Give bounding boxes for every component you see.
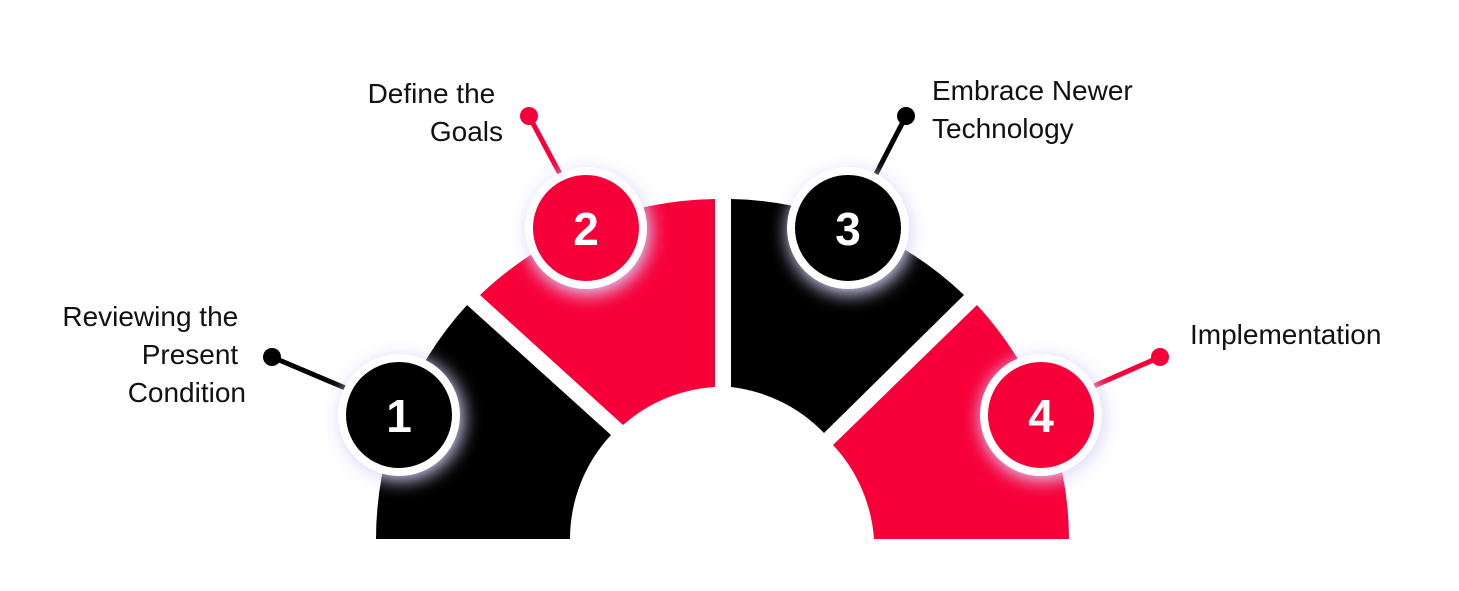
step-number-3: 3 [835,203,861,255]
step-label-3-line-1: Embrace Newer [932,75,1133,106]
step-badge-4: 4 [980,354,1105,480]
step-label-1-line-3: Condition [128,377,246,408]
step-label-2-line-2: Goals [430,116,503,147]
step-badge-3: 3 [787,167,912,294]
step-label-3: Embrace Newer Technology [932,75,1141,144]
step-label-1-line-1: Reviewing the [62,301,238,332]
connector-4 [1091,348,1169,389]
connector-2 [520,107,563,177]
step-number-4: 4 [1028,390,1054,442]
step-label-4: Implementation [1190,319,1381,350]
step-label-4-line-1: Implementation [1190,319,1381,350]
connector-3 [873,107,915,177]
step-label-2: Define the Goals [368,78,503,147]
segment-1 [376,305,611,539]
step-label-2-line-1: Define the [368,78,496,109]
step-number-1: 1 [386,390,412,442]
step-badge-1: 1 [338,354,463,480]
step-label-3-line-2: Technology [932,113,1074,144]
step-label-1: Reviewing the Present Condition [62,301,246,408]
step-badge-2: 2 [525,167,650,294]
connector-1 [263,348,353,393]
step-number-2: 2 [573,203,599,255]
step-label-1-line-2: Present [142,339,239,370]
